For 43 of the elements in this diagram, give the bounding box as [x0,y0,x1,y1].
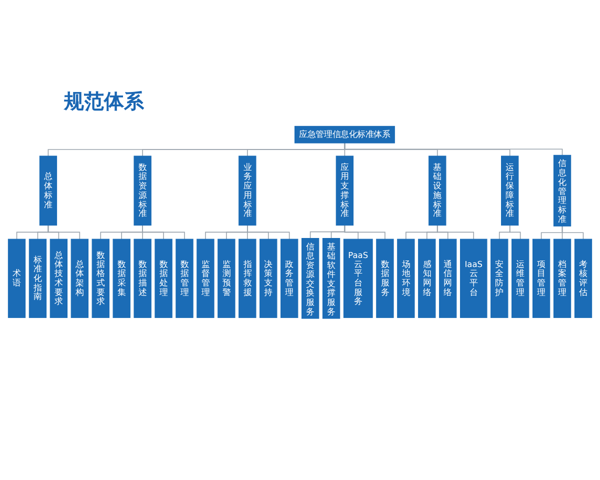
standard-box: 数据管理 [176,238,194,318]
standard-box: 数据描述 [134,238,152,318]
standard-box: 监督管理 [196,238,214,318]
standard-box: 数据格式要求 [92,238,110,318]
standard-box: 数据处理 [154,238,172,318]
title: 规范体系 [64,88,144,115]
standard-box: 运维管理 [512,238,530,318]
standard-box: 基础软件支撑服务 [322,238,340,319]
standard-box: 通信网络 [439,238,457,318]
standard-box: 感知网络 [418,238,436,318]
connector-line [344,142,563,156]
standard-box: 运行保障标准 [501,156,519,226]
standard-box: 总体标准 [39,156,58,226]
connector-line [562,226,584,240]
connector-line [48,224,80,240]
standard-box: 数据资源标准 [134,156,152,226]
standard-box: 政务管理 [280,238,298,318]
standard-box: 数据服务 [376,238,394,318]
standard-box: 信息化管理标准 [553,154,572,226]
standard-box: 业务应用标准 [238,156,256,226]
standard-box: 应急管理信息化标准体系 [294,126,395,144]
standard-box: 基础设施标准 [428,156,446,226]
standard-box: 数据采集 [112,238,130,318]
connector-line [436,224,474,240]
standard-box: 应用支撑标准 [336,156,354,226]
standard-box: 总体架构 [70,238,88,318]
standard-box: 考核评估 [574,238,592,318]
standard-box: 项目管理 [532,238,550,318]
connector-line [344,224,386,240]
standard-box: 信息资源交换服务 [301,238,320,319]
standard-box: 术语 [8,238,26,318]
standard-box: 监测预警 [218,238,236,318]
standard-box: IaaS云平台 [460,238,488,318]
standard-box: 标准化指南 [28,238,47,318]
standard-box: 安全防护 [490,238,508,318]
standard-box: 场地环境 [397,238,415,318]
standard-box: 总体技术要求 [50,238,68,318]
standard-box: 决策支持 [260,238,278,318]
connector-line [142,224,185,240]
standard-box: PaaS云平台服务 [343,238,373,318]
standard-box: 指挥救援 [238,238,256,318]
standard-box: 档案管理 [553,238,572,318]
connector-line [509,224,521,240]
